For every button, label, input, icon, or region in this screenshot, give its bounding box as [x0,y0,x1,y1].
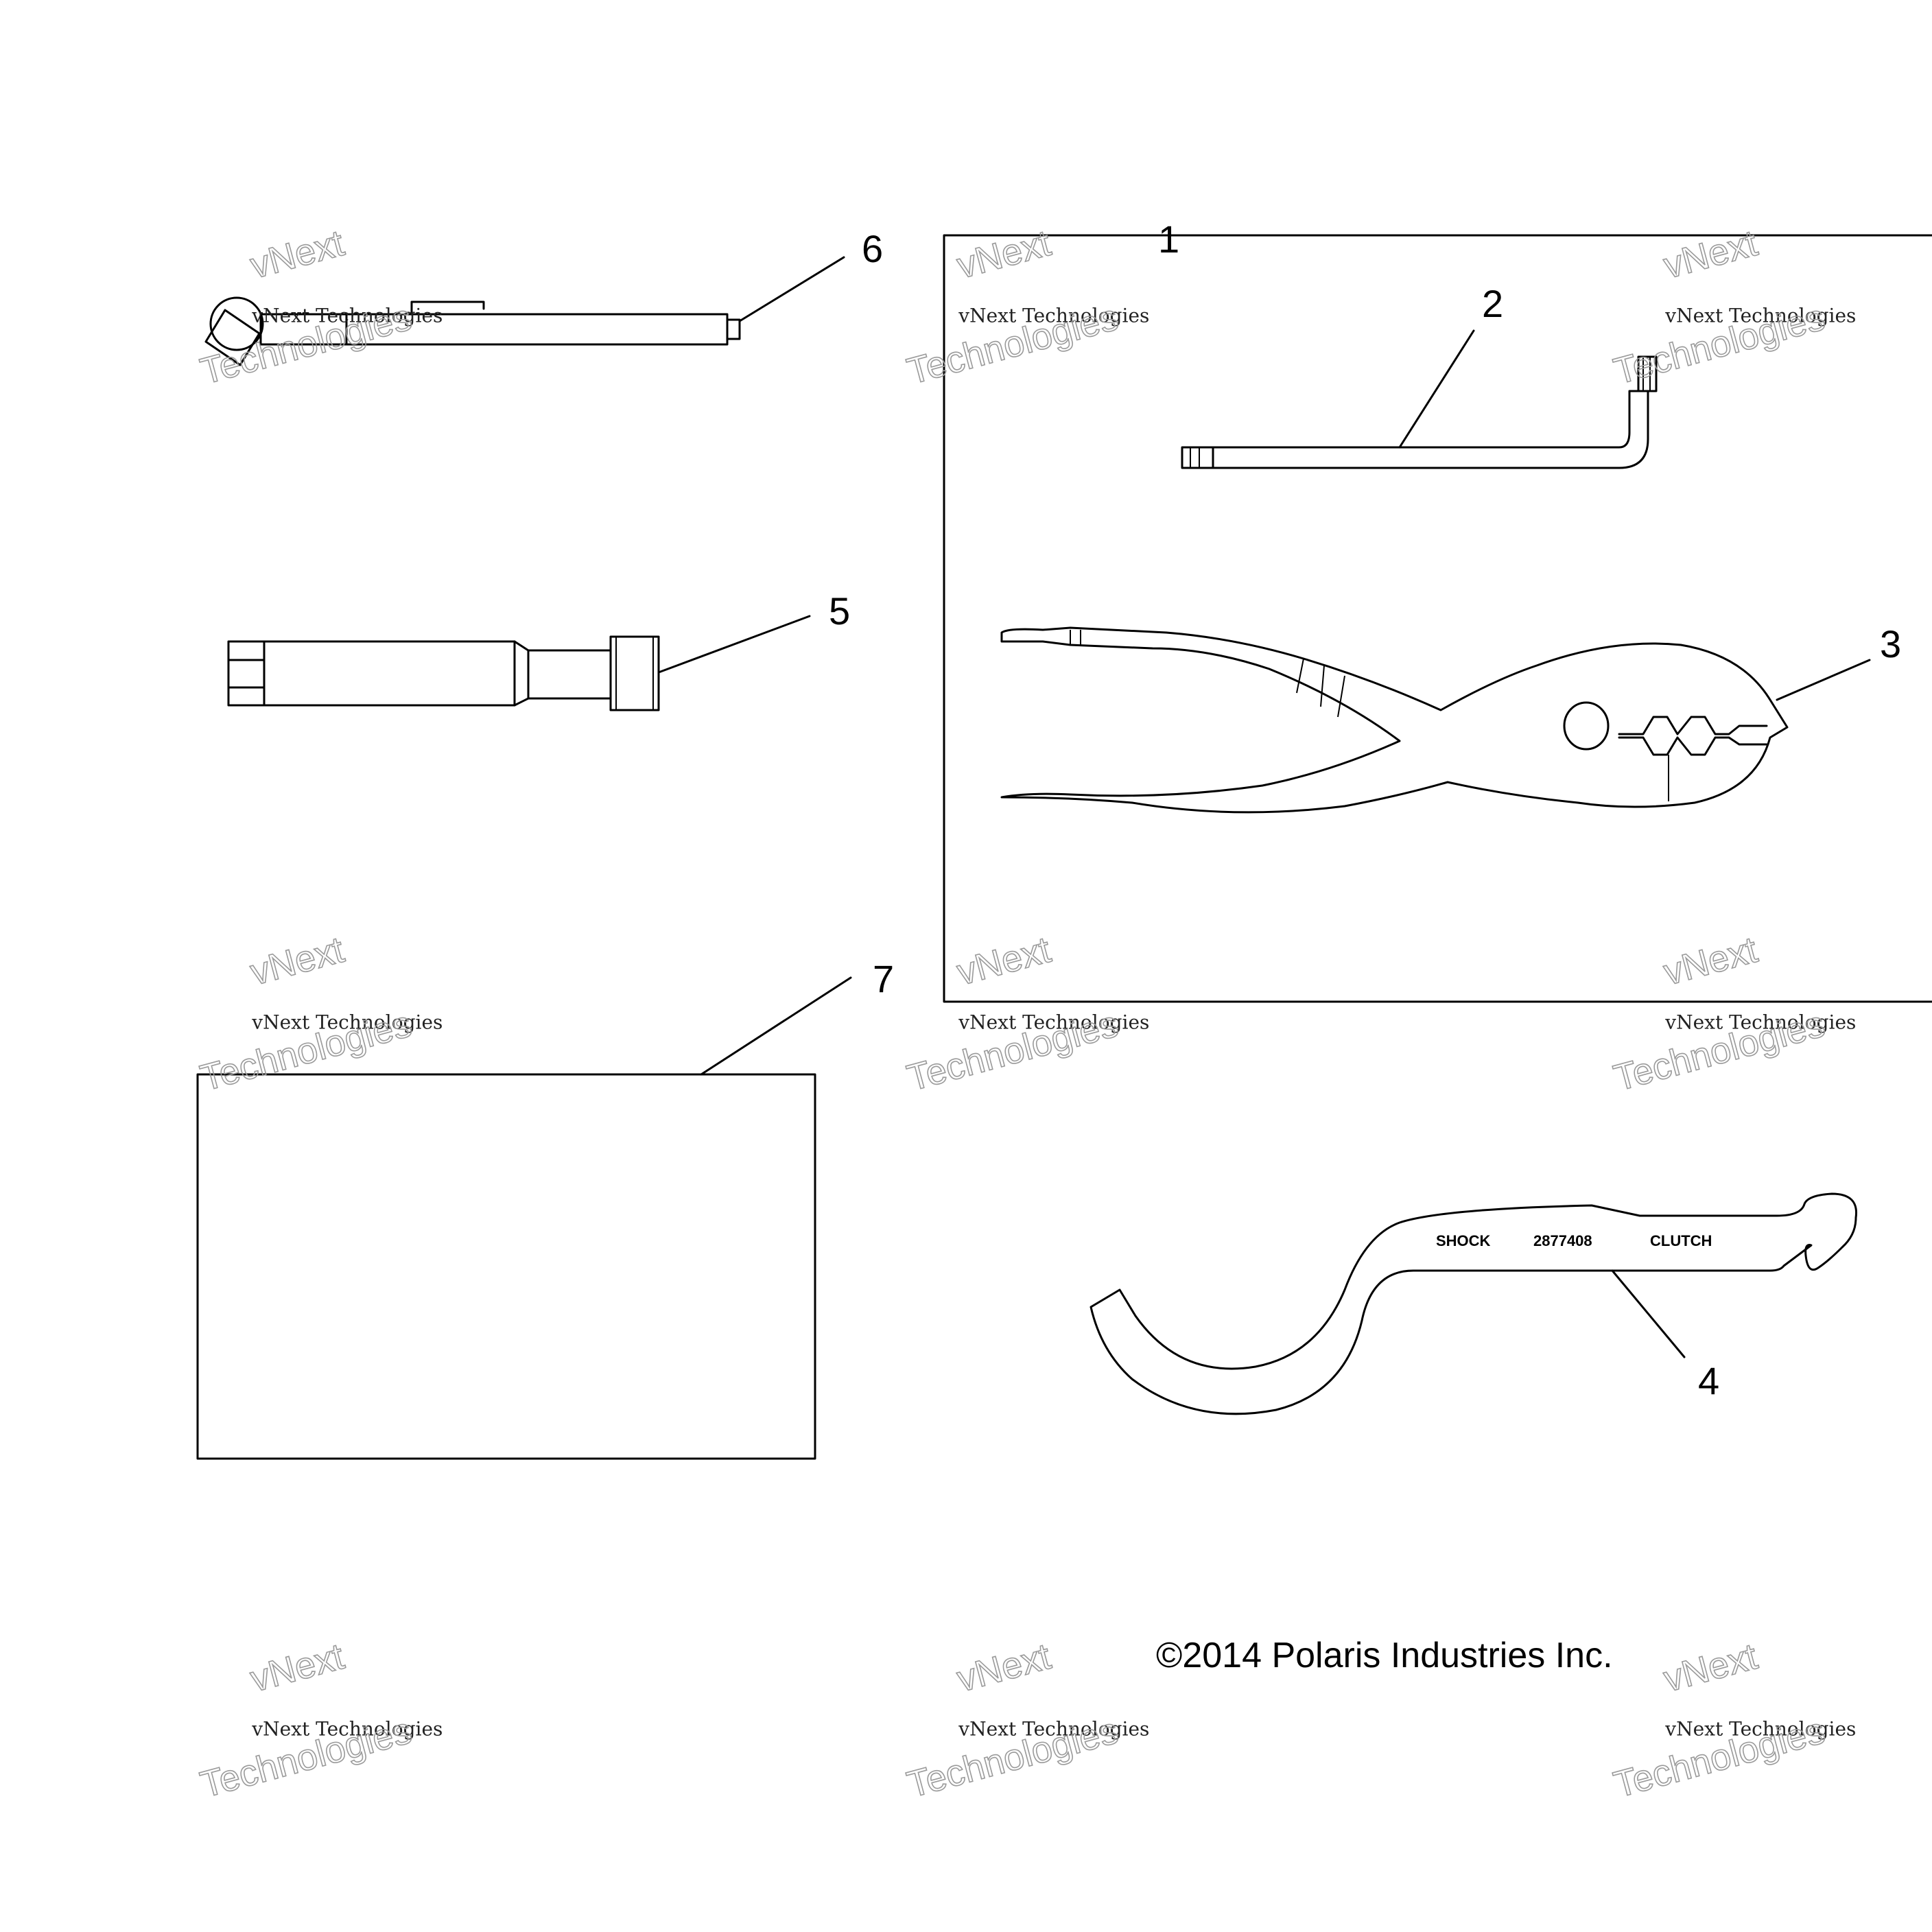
svg-text:vNext: vNext [953,929,1055,993]
svg-text:vNext Technologies: vNext Technologies [251,304,443,327]
kit-box-outline [943,234,1932,1003]
wrench-label-clutch: CLUTCH [1650,1232,1712,1249]
spark-plug-socket [227,635,660,711]
leader-6 [738,256,845,322]
svg-text:vNext: vNext [1660,929,1762,993]
callout-5: 5 [829,589,850,633]
svg-text:vNext: vNext [246,1636,349,1700]
svg-text:vNext Technologies: vNext Technologies [251,1011,443,1033]
tire-gauge [204,296,741,366]
svg-text:vNext Technologies: vNext Technologies [1664,304,1856,327]
svg-text:vNext Technologies: vNext Technologies [958,304,1149,327]
torx-l-key [1181,355,1658,469]
svg-text:vNext: vNext [1660,222,1762,287]
svg-text:vNext: vNext [953,222,1055,287]
owners-manual [196,1073,816,1460]
wrench-part-number: 2877408 [1533,1232,1592,1249]
leader-2 [1398,329,1475,449]
copyright-notice: ©2014 Polaris Industries Inc. [1156,1636,1613,1675]
svg-text:vNext: vNext [246,222,349,287]
svg-text:vNext Technologies: vNext Technologies [958,1011,1149,1033]
slip-joint-pliers [1000,626,1789,814]
watermark: vNext vNext Technologies Technologies vN… [196,222,1856,1806]
svg-text:vNext Technologies: vNext Technologies [1664,1717,1856,1740]
callout-4: 4 [1698,1359,1719,1402]
callout-7: 7 [873,957,894,1000]
svg-text:vNext Technologies: vNext Technologies [958,1717,1149,1740]
leader-4 [1611,1269,1686,1358]
leader-5 [657,615,811,674]
wrench-label-shock: SHOCK [1436,1232,1491,1249]
leader-7 [700,976,852,1076]
callout-1: 1 [1158,217,1179,261]
callout-6: 6 [862,227,883,270]
callout-3: 3 [1880,622,1901,665]
svg-text:vNext: vNext [1660,1636,1762,1700]
callout-2: 2 [1482,282,1503,325]
spanner-wrench [1089,1192,1858,1415]
svg-text:vNext: vNext [246,929,349,993]
leader-3 [1776,659,1871,701]
svg-text:vNext Technologies: vNext Technologies [1664,1011,1856,1033]
svg-text:vNext: vNext [953,1636,1055,1700]
svg-text:vNext Technologies: vNext Technologies [251,1717,443,1740]
